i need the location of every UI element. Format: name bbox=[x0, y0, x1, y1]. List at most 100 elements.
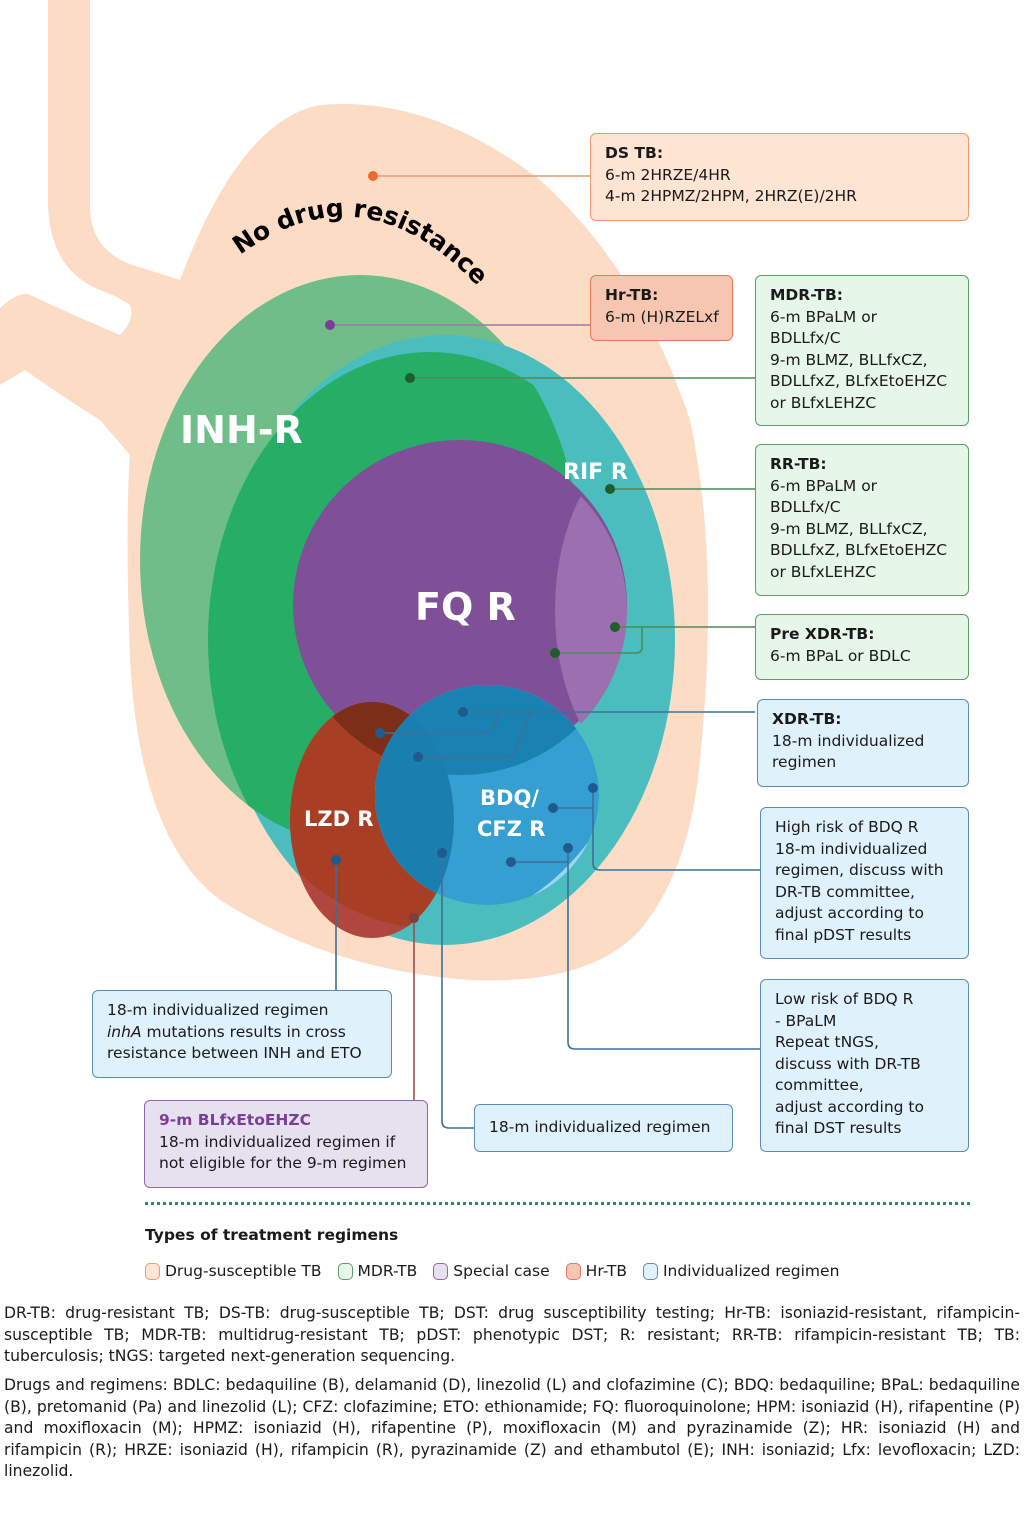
box-mdr-tb: MDR-TB: 6-m BPaLM or BDLLfx/C 9-m BLMZ, … bbox=[755, 275, 969, 426]
box-high-bdq-line: regimen, discuss with bbox=[775, 861, 944, 879]
box-ds-line: 6-m 2HRZE/4HR bbox=[605, 165, 731, 184]
dot-ds bbox=[368, 171, 378, 181]
box-prexdr-line: 6-m BPaL or BDLC bbox=[770, 646, 911, 665]
legend-swatch bbox=[145, 1262, 160, 1280]
lung-venn-diagram: No drug resistance INH-R RIF R FQ R LZD … bbox=[0, 0, 760, 1129]
box-hr-tb: Hr-TB: 6-m (H)RZELxf bbox=[590, 275, 733, 341]
box-high-bdq-line: adjust according to bbox=[775, 904, 924, 922]
box-special-line: 18-m individualized regimen if bbox=[159, 1132, 396, 1151]
box-rr-line: BDLLfx/C bbox=[770, 498, 841, 516]
legend-item-hr-tb: Hr-TB bbox=[565, 1262, 627, 1280]
box-hr-line: 6-m (H)RZELxf bbox=[605, 307, 719, 326]
dot-high-bdq-a bbox=[588, 783, 598, 793]
box-high-risk-bdq: High risk of BDQ R 18-m individualized r… bbox=[760, 807, 969, 959]
box-rr-line: or BLfxLEHZC bbox=[770, 562, 877, 581]
box-low-bdq-line: adjust according to bbox=[775, 1097, 924, 1116]
dot-rr bbox=[605, 484, 615, 494]
box-mdr-title: MDR-TB: bbox=[770, 286, 843, 304]
box-rr-line: 6-m BPaLM or bbox=[770, 476, 878, 495]
dot-prexdr-b bbox=[550, 648, 560, 658]
box-hr-title: Hr-TB: bbox=[605, 286, 659, 304]
legend-swatch bbox=[337, 1262, 353, 1280]
box-ds-line: 4-m 2HPMZ/2HPM, 2HRZ(E)/2HR bbox=[605, 187, 857, 205]
box-lzd-line-rest: mutations results in cross bbox=[141, 1022, 346, 1041]
box-prexdr-title: Pre XDR-TB: bbox=[770, 625, 875, 643]
region-bdq-lzd bbox=[375, 702, 454, 905]
dot-low-bdq-a bbox=[563, 843, 573, 853]
legend-swatch bbox=[433, 1262, 449, 1280]
footnote-abbreviations: DR-TB: drug-resistant TB; DS-TB: drug-su… bbox=[4, 1304, 1020, 1365]
dot-mdr bbox=[405, 373, 415, 383]
connector-xdr bbox=[380, 711, 755, 758]
dot-prexdr-a bbox=[610, 622, 620, 632]
box-rr-title: RR-TB: bbox=[770, 455, 827, 473]
box-special-title: 9-m BLfxEtoEHZC bbox=[159, 1111, 312, 1129]
dot-xdr-b bbox=[375, 728, 385, 738]
box-ind18-line: 18-m individualized regimen bbox=[489, 1118, 711, 1136]
label-bdq-cfz-line1: BDQ/ bbox=[480, 786, 539, 810]
dot-special bbox=[409, 913, 419, 923]
box-low-bdq-line: - BPaLM bbox=[775, 1011, 837, 1030]
box-low-bdq-line: final DST results bbox=[775, 1119, 902, 1137]
label-fq-r: FQ R bbox=[415, 585, 516, 629]
legend-swatch bbox=[565, 1262, 581, 1280]
legend-divider bbox=[145, 1202, 970, 1205]
box-ds-tb: DS TB: 6-m 2HRZE/4HR 4-m 2HPMZ/2HPM, 2HR… bbox=[590, 133, 969, 221]
box-mdr-line: 9-m BLMZ, BLLfxCZ, bbox=[770, 350, 928, 369]
box-low-bdq-line: discuss with DR-TB bbox=[775, 1054, 921, 1073]
dot-high-bdq-b bbox=[548, 803, 558, 813]
box-special-line: not eligible for the 9-m regimen bbox=[159, 1154, 407, 1172]
box-mdr-line: or BLfxLEHZC bbox=[770, 393, 877, 412]
box-lzd-individualized: 18-m individualized regimen inhA mutatio… bbox=[92, 990, 392, 1078]
box-xdr-title: XDR-TB: bbox=[772, 710, 842, 728]
box-low-risk-bdq: Low risk of BDQ R - BPaLM Repeat tNGS, d… bbox=[760, 979, 969, 1152]
legend-label: Hr-TB bbox=[585, 1262, 627, 1280]
region-fq-r bbox=[293, 440, 627, 770]
label-inh-r: INH-R bbox=[180, 408, 303, 452]
box-high-bdq-line: 18-m individualized bbox=[775, 839, 928, 858]
legend-item-drug-susceptible: Drug-susceptible TB bbox=[145, 1262, 322, 1280]
box-ds-title: DS TB: bbox=[605, 144, 664, 162]
gene-inha: inhA bbox=[107, 1022, 142, 1041]
box-pre-xdr-tb: Pre XDR-TB: 6-m BPaL or BDLC bbox=[755, 614, 969, 680]
legend-label: Individualized regimen bbox=[662, 1262, 840, 1280]
dot-low-bdq-b bbox=[506, 857, 516, 867]
box-lzd-line: resistance between INH and ETO bbox=[107, 1044, 362, 1062]
box-low-bdq-line: Repeat tNGS, bbox=[775, 1033, 879, 1051]
box-mdr-line: BDLLfx/C bbox=[770, 329, 841, 347]
legend-label: Special case bbox=[453, 1262, 550, 1280]
box-xdr-tb: XDR-TB: 18-m individualized regimen bbox=[757, 699, 969, 787]
box-rr-line: BDLLfxZ, BLfxEtoEHZC bbox=[770, 541, 948, 559]
dot-ind18 bbox=[437, 848, 447, 858]
legend-label: Drug-susceptible TB bbox=[165, 1262, 322, 1280]
box-high-bdq-line: High risk of BDQ R bbox=[775, 818, 919, 836]
connector-high-bdq bbox=[553, 788, 760, 871]
legend-label: MDR-TB bbox=[357, 1262, 418, 1280]
box-special-case: 9-m BLfxEtoEHZC 18-m individualized regi… bbox=[144, 1100, 428, 1188]
box-rr-tb: RR-TB: 6-m BPaLM or BDLLfx/C 9-m BLMZ, B… bbox=[755, 444, 969, 596]
legend-item-individualized: Individualized regimen bbox=[642, 1262, 840, 1280]
label-rif-r: RIF R bbox=[563, 460, 628, 485]
footnote-drugs-regimens: Drugs and regimens: BDLC: bedaquiline (B… bbox=[4, 1376, 1020, 1480]
box-mdr-line: 6-m BPaLM or bbox=[770, 307, 878, 326]
legend-title: Types of treatment regimens bbox=[145, 1226, 399, 1244]
legend-swatch bbox=[642, 1262, 658, 1280]
legend-item-mdr-tb: MDR-TB bbox=[337, 1262, 418, 1280]
box-xdr-line: regimen bbox=[772, 753, 837, 771]
dot-hr bbox=[325, 320, 335, 330]
label-lzd-r: LZD R bbox=[304, 807, 374, 831]
box-lzd-line: 18-m individualized regimen bbox=[107, 1001, 329, 1019]
connector-ind18 bbox=[441, 853, 474, 1129]
box-low-bdq-line: committee, bbox=[775, 1076, 864, 1094]
box-high-bdq-line: DR-TB committee, bbox=[775, 882, 915, 901]
box-high-bdq-line: final pDST results bbox=[775, 925, 912, 944]
connector-prexdr bbox=[555, 626, 755, 654]
box-xdr-line: 18-m individualized bbox=[772, 731, 925, 750]
dot-lzd-ind bbox=[331, 855, 341, 865]
legend-item-special-case: Special case bbox=[433, 1262, 550, 1280]
legend: Drug-susceptible TB MDR-TB Special case … bbox=[145, 1262, 839, 1280]
connector-low-bdq bbox=[511, 848, 760, 1050]
box-lzd-line: inhA mutations results in cross bbox=[107, 1022, 377, 1044]
box-mdr-line: BDLLfxZ, BLfxEtoEHZC bbox=[770, 372, 948, 390]
label-bdq-cfz-line2: CFZ R bbox=[477, 817, 545, 841]
